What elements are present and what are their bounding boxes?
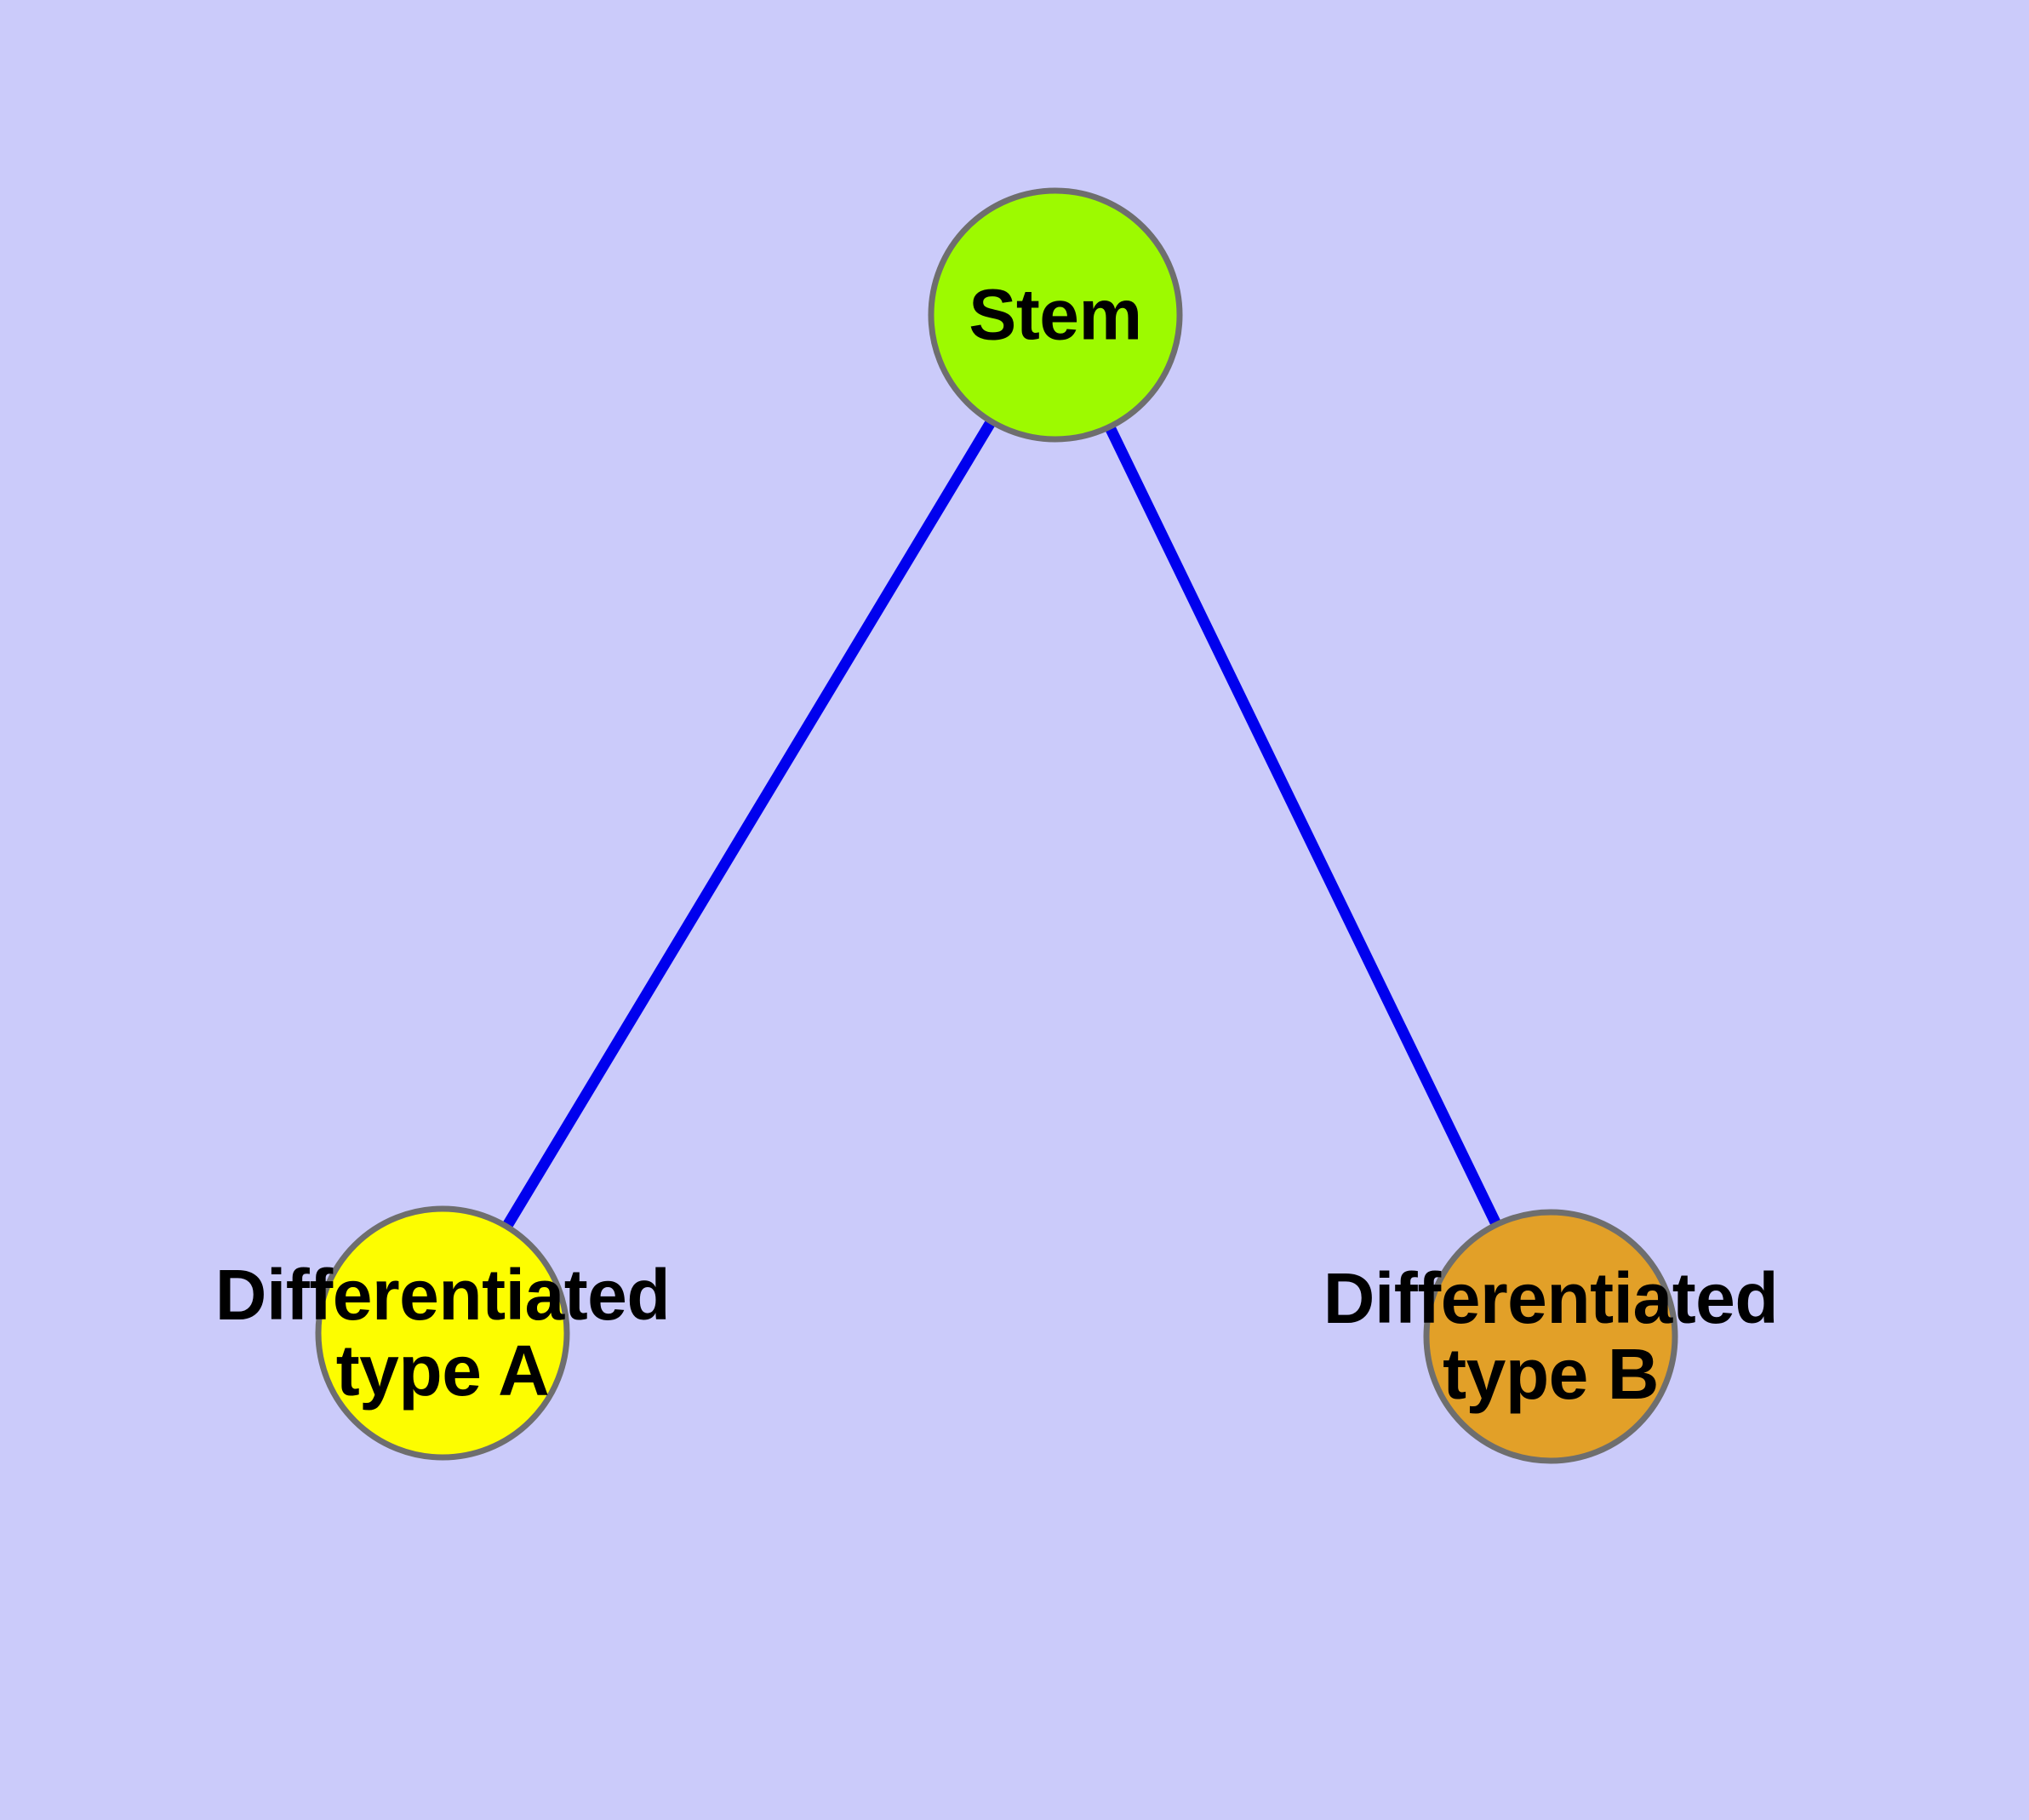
edge-stem-to-diff-a[interactable] — [501, 418, 997, 1230]
edge-stem-to-diff-b[interactable] — [1104, 424, 1502, 1228]
node-circle-stem[interactable] — [928, 187, 1183, 443]
node-layer — [315, 187, 1678, 1464]
edge-layer — [501, 418, 1502, 1230]
node-circle-diff_b[interactable] — [1423, 1209, 1678, 1464]
node-circle-diff_a[interactable] — [315, 1205, 570, 1461]
